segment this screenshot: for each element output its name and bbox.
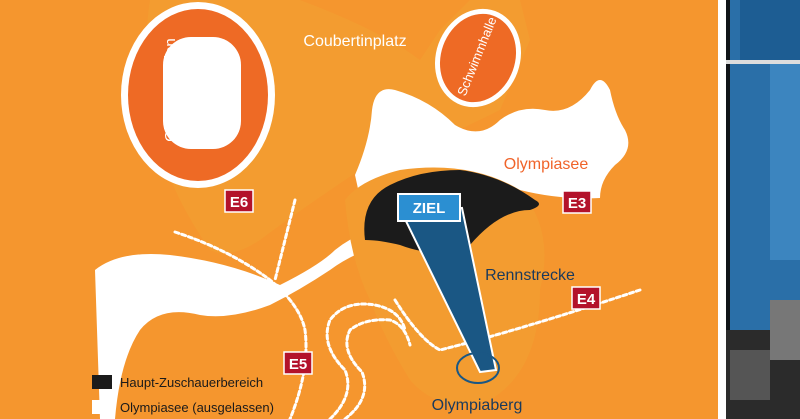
hill-label: Olympiaberg — [432, 397, 523, 414]
schwimmhalle — [434, 8, 522, 108]
stadium-field — [163, 37, 241, 149]
photo-border — [718, 0, 726, 419]
entrance-e6: E6 — [224, 189, 254, 213]
stadium-label: Olympiastadion — [162, 38, 179, 141]
legend-swatch-spectator — [92, 375, 112, 389]
legend-lake-label: Olympiasee (ausgelassen) — [120, 400, 274, 415]
entrance-e5: E5 — [283, 351, 313, 375]
finish-label: ZIEL — [413, 200, 446, 217]
map-legend: Haupt-Zuschauerbereich Olympiasee (ausge… — [92, 375, 274, 415]
finish-line: ZIEL — [397, 193, 461, 222]
square-label: Coubertinplatz — [303, 33, 406, 50]
olympiastadion — [121, 2, 275, 188]
side-photo — [718, 0, 800, 419]
svg-text:E4: E4 — [577, 291, 596, 308]
olympiaberg-start-marker — [456, 352, 500, 384]
svg-text:E5: E5 — [289, 356, 307, 373]
legend-spectator-label: Haupt-Zuschauerbereich — [120, 375, 263, 390]
svg-text:E6: E6 — [230, 194, 248, 211]
svg-text:E3: E3 — [568, 195, 586, 212]
lake-label: Olympiasee — [504, 156, 589, 173]
track-label: Rennstrecke — [485, 267, 575, 284]
legend-swatch-lake — [92, 400, 112, 414]
entrance-e3: E3 — [562, 190, 592, 214]
entrance-e4: E4 — [571, 286, 601, 310]
